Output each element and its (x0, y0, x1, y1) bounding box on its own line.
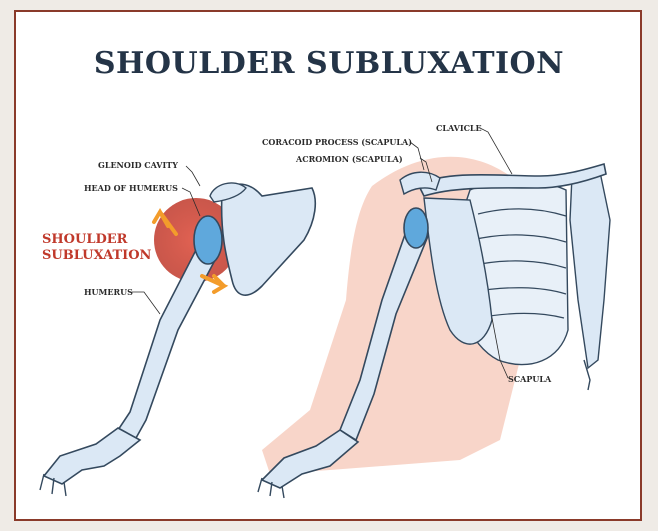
label-glenoid-cavity: GLENOID CAVITY (98, 160, 178, 170)
right-shoulder-figure (258, 128, 610, 498)
scapula-bone (222, 184, 316, 295)
label-clavicle: CLAVICLE (436, 123, 482, 133)
leader-line (132, 292, 160, 314)
leader-line (186, 166, 200, 186)
label-head-of-humerus: HEAD OF HUMERUS (84, 183, 178, 193)
callout-line-1: SHOULDER (42, 232, 151, 248)
callout-line-2: SUBLUXATION (42, 248, 151, 264)
humerus-bone (118, 250, 214, 438)
label-humerus: HUMERUS (84, 287, 133, 297)
forearm-bone (44, 428, 140, 484)
subluxation-callout: SHOULDER SUBLUXATION (42, 232, 151, 264)
label-acromion: ACROMION (SCAPULA) (296, 154, 403, 164)
humerus-head (194, 216, 222, 264)
label-coracoid-process: CORACOID PROCESS (SCAPULA) (262, 137, 412, 147)
humerus-head (404, 208, 428, 248)
sternum-bone (570, 172, 610, 368)
page-title: SHOULDER SUBLUXATION (0, 46, 658, 81)
label-scapula: SCAPULA (508, 374, 551, 384)
